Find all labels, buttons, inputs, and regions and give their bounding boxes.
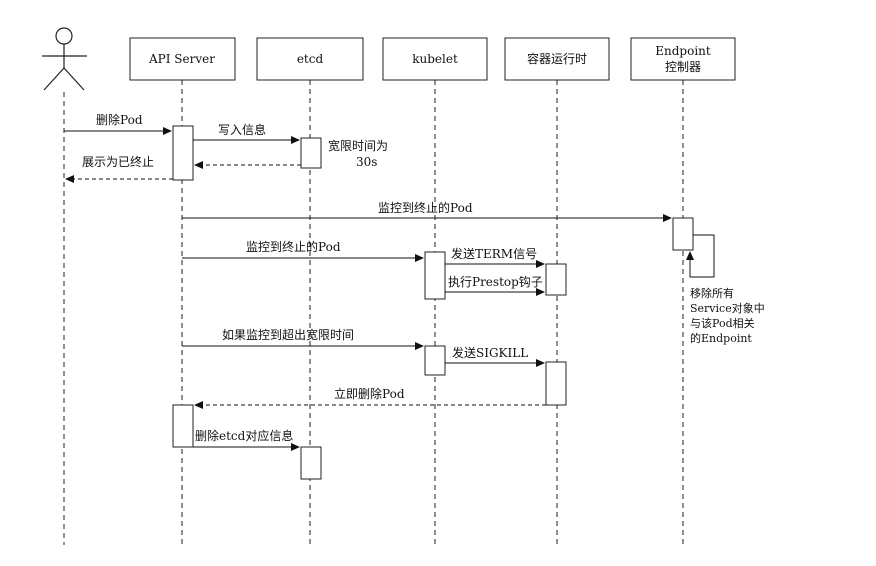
label-grace-line1: 宽限时间为 xyxy=(328,138,388,153)
note-remove-line1: 移除所有 xyxy=(690,286,734,300)
activation-etcd-1 xyxy=(300,137,322,169)
activation-etcd-2 xyxy=(300,446,322,480)
participant-endpoint-controller: Endpoint 控制器 xyxy=(630,37,736,81)
activation-api-server-1 xyxy=(172,125,194,181)
activation-api-server-2 xyxy=(172,404,194,448)
participant-api-server-label: API Server xyxy=(148,52,215,66)
participant-container-runtime-label: 容器运行时 xyxy=(527,51,587,66)
participant-etcd-label: etcd xyxy=(297,52,324,66)
label-send-sigkill: 发送SIGKILL xyxy=(452,345,528,360)
user-actor-icon xyxy=(42,27,87,91)
label-watch-terminated-kubelet: 监控到终止的Pod xyxy=(246,239,341,254)
participant-kubelet-label: kubelet xyxy=(412,52,458,66)
label-show-terminated: 展示为已终止 xyxy=(82,154,154,169)
participant-container-runtime: 容器运行时 xyxy=(504,37,610,81)
note-remove-line2: Service对象中 xyxy=(690,301,765,315)
label-write-info: 写入信息 xyxy=(218,122,266,137)
participant-api-server: API Server xyxy=(129,37,236,81)
activation-runtime-1 xyxy=(545,263,567,296)
label-watch-exceeded: 如果监控到超出宽限时间 xyxy=(222,327,354,342)
participant-endpoint-label-line1: Endpoint xyxy=(655,44,711,58)
participant-endpoint-label-line2: 控制器 xyxy=(665,60,701,74)
label-delete-pod: 删除Pod xyxy=(96,112,143,127)
activation-endpoint xyxy=(672,217,694,251)
participant-kubelet: kubelet xyxy=(382,37,488,81)
label-exec-prestop: 执行Prestop钩子 xyxy=(448,275,543,289)
activation-runtime-2 xyxy=(545,361,567,406)
label-send-term: 发送TERM信号 xyxy=(451,246,537,261)
label-delete-etcd-info: 删除etcd对应信息 xyxy=(195,428,293,443)
activation-kubelet-1 xyxy=(424,251,446,300)
participant-etcd: etcd xyxy=(256,37,364,81)
note-remove-line3: 与该Pod相关 xyxy=(690,316,755,330)
activation-kubelet-2 xyxy=(424,345,446,376)
label-watch-terminated-endpoint: 监控到终止的Pod xyxy=(378,200,473,215)
label-delete-immediately: 立即删除Pod xyxy=(334,386,405,401)
note-remove-line4: 的Endpoint xyxy=(690,331,752,345)
self-call-endpoint xyxy=(686,234,715,278)
label-grace-line2: 30s xyxy=(356,155,377,169)
